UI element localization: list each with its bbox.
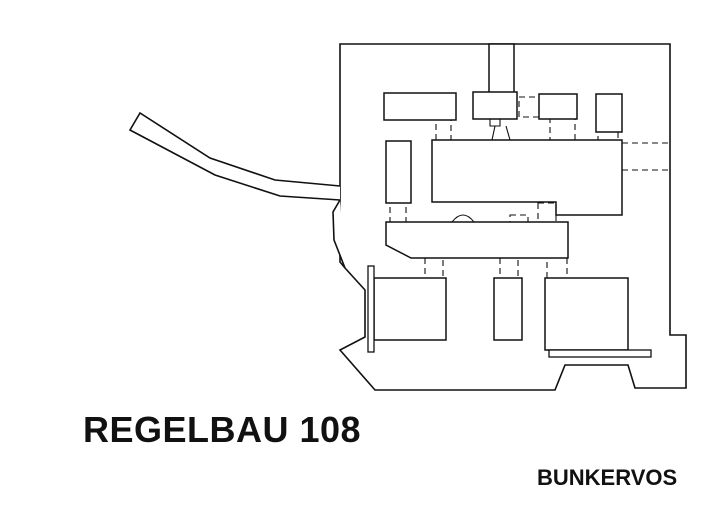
lower-centre-room <box>493 277 523 341</box>
east-outlet <box>622 142 670 171</box>
lower-right-room <box>544 277 629 351</box>
top-shaft <box>488 43 515 95</box>
link-b <box>549 118 576 142</box>
link-g <box>424 257 444 279</box>
entrance-trench <box>128 111 341 201</box>
left-vertical-room <box>385 140 412 204</box>
upper-centre-room <box>472 91 518 120</box>
upper-right-room <box>538 93 578 120</box>
middle-corridor <box>385 221 569 259</box>
link-h <box>499 257 519 279</box>
link-f <box>537 202 557 224</box>
drawing-credit: BUNKERVOS <box>537 465 678 490</box>
left-door-frame <box>367 265 375 353</box>
periscope-dome <box>451 214 475 223</box>
lower-left-room <box>373 277 447 341</box>
trench-link <box>332 199 346 269</box>
upper-left-room <box>383 92 457 121</box>
right-door-frame <box>548 349 652 358</box>
drawing-title: REGELBAU 108 <box>83 409 362 450</box>
far-right-room <box>595 93 623 133</box>
